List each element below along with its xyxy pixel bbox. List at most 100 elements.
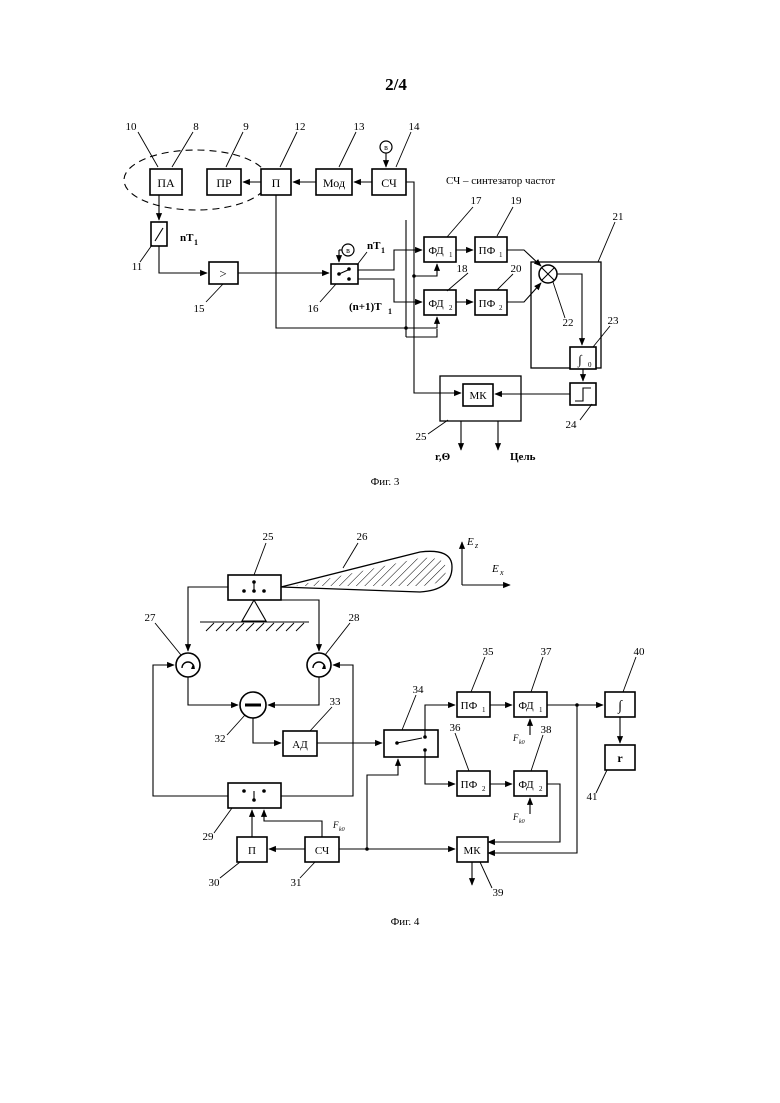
callout-14: 14 <box>409 121 421 133</box>
input-v-label: в <box>384 143 388 152</box>
block-integrator-40: ∫ <box>605 692 635 717</box>
antenna-block-25 <box>228 575 281 600</box>
block-pf1-fig4: ПФ 1 <box>457 692 490 717</box>
callout-40: 40 <box>634 646 646 658</box>
block-sch: СЧ <box>372 169 406 195</box>
svg-text:2: 2 <box>449 304 453 312</box>
callout-33: 33 <box>330 696 342 708</box>
block-fd1-fig4: ФД 1 <box>514 692 547 717</box>
svg-text:СЧ: СЧ <box>381 176 397 190</box>
svg-text:ПА: ПА <box>157 176 175 190</box>
svg-text:1: 1 <box>194 238 198 247</box>
block-mk-fig3: МК <box>463 384 493 406</box>
callout-27: 27 <box>145 612 157 624</box>
page-number: 2/4 <box>385 75 407 94</box>
callout-21: 21 <box>613 211 624 223</box>
block-p: П <box>261 169 291 195</box>
switch-16 <box>331 264 358 284</box>
figure-4: E z E x АД <box>145 531 646 928</box>
svg-text:2: 2 <box>482 785 486 793</box>
svg-text:z: z <box>474 541 479 550</box>
block-integrator-23: ∫ 0 <box>570 347 596 369</box>
callout-25-fig4: 25 <box>263 531 275 543</box>
callout-19: 19 <box>511 195 523 207</box>
block-mod: Мод <box>316 169 352 195</box>
svg-text:ФД: ФД <box>518 779 534 791</box>
callout-12: 12 <box>295 121 306 133</box>
callout-15: 15 <box>194 303 206 315</box>
axis-ez: E <box>466 536 474 548</box>
svg-text:2: 2 <box>499 304 503 312</box>
svg-text:1: 1 <box>388 307 392 316</box>
svg-text:2: 2 <box>539 785 543 793</box>
antenna-group-outline <box>124 150 268 210</box>
block-p-fig4: П <box>237 837 267 862</box>
callout-30: 30 <box>209 877 221 889</box>
label-fk0-fd2: F <box>512 812 519 822</box>
svg-text:ПР: ПР <box>216 176 232 190</box>
callout-11: 11 <box>132 261 143 273</box>
svg-text:1: 1 <box>449 251 453 259</box>
label-fk0-fd1: F <box>512 733 519 743</box>
figure-4-caption: Фиг. 4 <box>391 916 420 928</box>
svg-text:АД: АД <box>292 739 308 751</box>
callout-26: 26 <box>357 531 369 543</box>
ground-hatch <box>206 623 304 631</box>
callout-9: 9 <box>243 121 249 133</box>
subtractor-32 <box>240 692 266 718</box>
svg-text:k0: k0 <box>519 819 525 825</box>
svg-text:СЧ: СЧ <box>315 845 329 857</box>
callout-18: 18 <box>457 263 469 275</box>
svg-text:МК: МК <box>469 390 487 402</box>
svg-text:1: 1 <box>539 706 543 714</box>
callout-17: 17 <box>471 195 483 207</box>
block-ad: АД <box>283 731 317 756</box>
figure-3-caption: Фиг. 3 <box>371 476 400 488</box>
svg-text:ФД: ФД <box>428 245 444 257</box>
block-pf2-fig4: ПФ 2 <box>457 771 490 796</box>
legend-sch: СЧ – синтезатор частот <box>446 175 555 187</box>
callout-31: 31 <box>291 877 302 889</box>
callout-32: 32 <box>215 733 226 745</box>
svg-text:1: 1 <box>482 706 486 714</box>
label-nT1-switch: nT <box>367 240 381 252</box>
callout-10: 10 <box>126 121 138 133</box>
svg-text:ПФ: ПФ <box>461 779 478 791</box>
beam-hatch <box>295 558 446 586</box>
callout-29: 29 <box>203 831 215 843</box>
block-fd2: ФД 2 <box>424 290 456 315</box>
axis-ex: E <box>491 563 499 575</box>
svg-text:0: 0 <box>588 361 592 369</box>
svg-text:1: 1 <box>381 246 385 255</box>
callout-39: 39 <box>493 887 505 899</box>
label-nT1: nT <box>180 232 194 244</box>
figure-3: ПА ПР П Мод СЧ в СЧ – синтезатор частот <box>124 121 624 488</box>
callout-22: 22 <box>563 317 574 329</box>
svg-text:П: П <box>272 176 281 190</box>
circulator-28 <box>307 653 331 677</box>
block-mk-fig4: МК <box>457 837 488 862</box>
svg-text:ПФ: ПФ <box>479 298 496 310</box>
callout-20: 20 <box>511 263 523 275</box>
callout-16: 16 <box>308 303 320 315</box>
block-pa: ПА <box>150 169 182 195</box>
callout-34: 34 <box>413 684 425 696</box>
block-pf1: ПФ 1 <box>475 237 507 262</box>
svg-text:П: П <box>248 845 256 857</box>
callout-23: 23 <box>608 315 620 327</box>
callout-35: 35 <box>483 646 495 658</box>
svg-text:ФД: ФД <box>428 298 444 310</box>
block-pf2: ПФ 2 <box>475 290 507 315</box>
output-target: Цель <box>510 451 536 463</box>
svg-text:ПФ: ПФ <box>479 245 496 257</box>
output-r-theta: r,Θ <box>435 451 451 463</box>
circulator-27 <box>176 653 200 677</box>
svg-text:1: 1 <box>499 251 503 259</box>
block-fd1: ФД 1 <box>424 237 456 262</box>
svg-text:>: > <box>219 266 226 281</box>
callout-41: 41 <box>587 791 598 803</box>
block-threshold-24 <box>570 383 596 405</box>
block-r-41: r <box>605 745 635 770</box>
callout-37: 37 <box>541 646 553 658</box>
